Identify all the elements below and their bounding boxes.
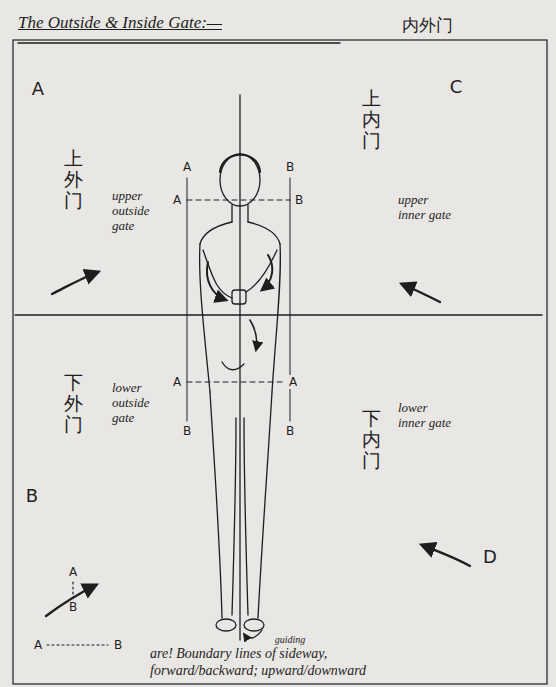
dashed-boundary xyxy=(187,382,284,383)
gate-label-box: B xyxy=(285,424,295,438)
neck xyxy=(232,205,248,222)
curved-arrow xyxy=(262,255,272,290)
gate-label: A xyxy=(32,78,44,99)
guiding-arrow xyxy=(244,630,262,638)
head xyxy=(220,154,260,206)
vertical-label-box: 下内门 xyxy=(362,408,381,471)
vertical-label: 上外门 xyxy=(64,148,83,211)
gate-label: A xyxy=(288,375,298,389)
inner-legs xyxy=(232,418,248,615)
vertical-label: 下内门 xyxy=(362,408,381,471)
gate-label: 内外门 xyxy=(402,14,453,37)
gate-label: A xyxy=(34,638,42,652)
gate-label: B xyxy=(69,600,77,614)
gate-arrow xyxy=(46,585,96,616)
gate-label-box: lower inner gate xyxy=(398,400,456,430)
foot xyxy=(216,619,236,631)
frame xyxy=(13,40,547,684)
gate-label-box: B xyxy=(26,485,38,506)
title-rule xyxy=(18,42,340,43)
gate-label-box: lower outside gate xyxy=(112,380,174,425)
gate-arrow xyxy=(402,284,440,302)
boundary-line xyxy=(187,178,188,421)
right-arm xyxy=(246,250,277,292)
gate-label-box: B xyxy=(294,193,304,207)
gate-label: upper inner gate xyxy=(398,192,456,222)
gate-label: B xyxy=(26,485,38,506)
gate-label: D xyxy=(483,546,497,567)
vertical-label: 下外门 xyxy=(64,372,83,435)
gate-label-box: A xyxy=(288,375,298,389)
gate-label: B xyxy=(285,424,295,438)
axis-key xyxy=(72,582,73,598)
gate-label: A xyxy=(69,565,77,579)
gate-label-box: A xyxy=(32,78,44,99)
gate-label: B xyxy=(294,193,304,207)
vertical-label-box: 下外门 xyxy=(64,372,83,435)
gate-label-box: A xyxy=(69,565,77,579)
gate-label: C xyxy=(450,76,463,97)
gate-label: lower outside gate xyxy=(112,380,174,425)
shoulders xyxy=(200,222,280,244)
gate-label: lower inner gate xyxy=(398,400,456,430)
gate-label: upper outside gate xyxy=(112,188,174,233)
curved-arrow xyxy=(250,320,257,350)
gate-label-box: A xyxy=(182,160,192,174)
axis-key xyxy=(47,644,108,645)
gate-label: A xyxy=(172,375,182,389)
gate-label: B xyxy=(182,424,192,438)
vertical-label-box: 上外门 xyxy=(64,148,83,211)
gate-label-box: A xyxy=(172,193,182,207)
gate-label-box: C xyxy=(450,76,463,97)
gate-label-box: B xyxy=(114,638,122,652)
horizontal-axis xyxy=(15,314,542,315)
gate-label: B xyxy=(114,638,122,652)
diagram-title: The Outside & Inside Gate:— xyxy=(18,13,222,33)
gate-label: guiding xyxy=(275,634,306,645)
gate-label-box: guiding xyxy=(275,634,306,645)
gate-label: B xyxy=(285,160,295,174)
gate-label-box: B xyxy=(285,160,295,174)
man-figure xyxy=(200,154,281,638)
gate-label-box: D xyxy=(483,546,497,567)
diagram-caption: are! Boundary lines of sideway, forward/… xyxy=(150,645,410,679)
dashed-boundary xyxy=(187,200,290,201)
curved-arrow xyxy=(207,262,226,300)
gate-arrow xyxy=(52,272,98,294)
vertical-label: 上内门 xyxy=(362,88,381,151)
gate-label-box: B xyxy=(182,424,192,438)
diagram-caption-box: are! Boundary lines of sideway, forward/… xyxy=(150,645,410,679)
gate-label: A xyxy=(182,160,192,174)
gate-label-box: A xyxy=(34,638,42,652)
foot xyxy=(244,619,264,631)
vertical-label-box: 上内门 xyxy=(362,88,381,151)
legs xyxy=(210,392,272,618)
torso xyxy=(200,244,281,392)
diagram-title-box: The Outside & Inside Gate:— xyxy=(18,13,222,33)
gate-label: A xyxy=(172,193,182,207)
gate-label-box: 内外门 xyxy=(402,14,453,37)
hand xyxy=(222,362,244,370)
hair xyxy=(220,155,260,172)
gate-arrow xyxy=(422,545,470,566)
gate-label-box: upper inner gate xyxy=(398,192,456,222)
fist xyxy=(232,290,246,304)
gate-label-box: A xyxy=(172,375,182,389)
gate-label-box: upper outside gate xyxy=(112,188,174,233)
gate-label-box: B xyxy=(69,600,77,614)
